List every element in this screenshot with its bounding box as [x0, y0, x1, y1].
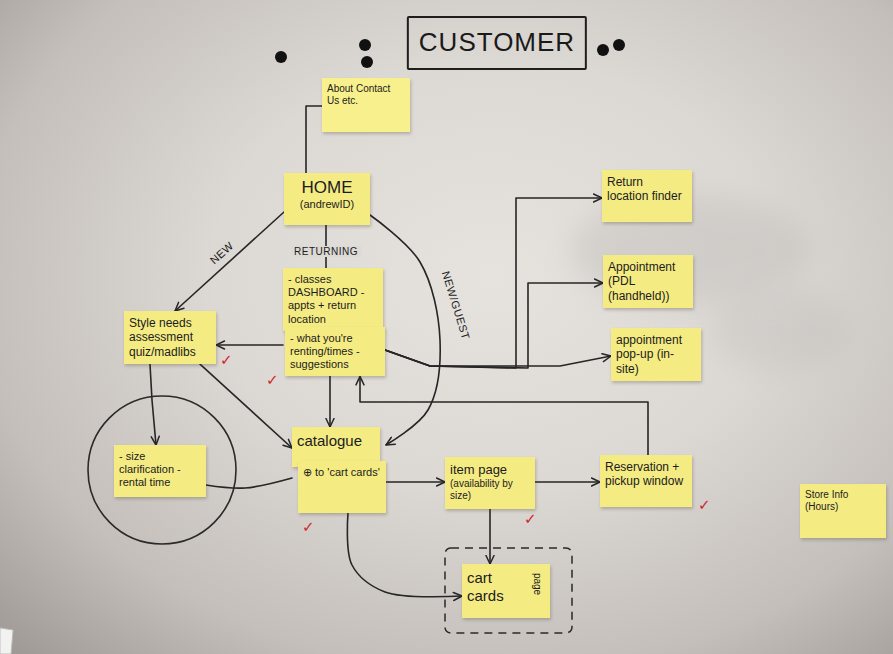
sticky-note: Return location finder [602, 170, 692, 222]
magnet [275, 51, 287, 63]
connector [385, 283, 603, 368]
connector [489, 509, 491, 564]
connector [386, 481, 445, 483]
connector [385, 350, 611, 366]
note-subtext: (availability by size) [450, 478, 530, 502]
note-text: - size clarification - rental time [119, 450, 201, 490]
connector [535, 481, 600, 483]
note-text: About Contact Us etc. [327, 83, 405, 107]
magnet [613, 39, 625, 51]
side-note: page [531, 573, 543, 595]
check-mark: ✓ [302, 519, 315, 536]
note-text: item page [450, 462, 530, 478]
sticky-note: HOME(andrewID) [284, 173, 370, 225]
edge-label: NEW/GUEST [440, 270, 472, 342]
sticky-note: - size clarification - rental time [114, 445, 206, 497]
edge-label: NEW [208, 239, 236, 266]
connector [360, 376, 648, 455]
magnet [361, 56, 373, 68]
connector [216, 344, 283, 346]
sticky-note-text: - what you're renting/times - suggestion… [285, 327, 385, 377]
sticky-note: item page(availability by size) [445, 457, 535, 509]
sticky-note-text: ⊕ to 'cart cards' [298, 461, 386, 513]
title: CUSTOMER [407, 16, 587, 70]
connector [175, 212, 284, 311]
paper-cup [0, 628, 13, 654]
magnet [597, 44, 609, 56]
sticky-note: Store Info (Hours) [800, 484, 886, 538]
note-text: Appointment (PDL (handheld)) [608, 260, 688, 303]
check-mark: ✓ [698, 497, 711, 514]
smudge [710, 290, 850, 370]
connector [150, 364, 156, 445]
note-subtext: (andrewID) [289, 198, 365, 211]
sticky-note: Reservation + pickup window [600, 455, 692, 507]
check-mark: ✓ [266, 372, 279, 389]
connector [385, 198, 602, 368]
sticky-stack: - classes DASHBOARD - appts + return loc… [283, 268, 385, 376]
note-text: Return location finder [607, 175, 687, 204]
edge-label-holder: NEW/GUEST [438, 268, 476, 341]
sticky-note: cart cards page [462, 564, 550, 618]
note-text: HOME [289, 178, 365, 198]
sticky-note: Style needs assessment quiz/madlibs [124, 311, 216, 364]
sticky-note: appointment pop-up (in-site) [611, 328, 701, 381]
sticky-note-text: - classes DASHBOARD - appts + return loc… [283, 268, 383, 331]
group-circle [88, 396, 236, 544]
note-text: Store Info (Hours) [805, 489, 881, 513]
connector [347, 513, 462, 597]
connector [329, 376, 331, 427]
sticky-note: About Contact Us etc. [322, 78, 410, 132]
note-text: appointment pop-up (in-site) [616, 333, 696, 376]
connector [306, 106, 322, 173]
edge-label: RETURNING [291, 246, 361, 257]
magnet [359, 39, 371, 51]
edge-label-holder: RETURNING [291, 241, 361, 259]
check-mark: ✓ [524, 511, 537, 528]
note-text: Style needs assessment quiz/madlibs [129, 316, 211, 359]
connector [206, 478, 292, 488]
dashed-group [445, 548, 572, 633]
edge-label-holder: NEW [205, 236, 237, 268]
check-mark: ✓ [220, 352, 233, 369]
connector [200, 364, 292, 448]
sticky-stack: catalogue⊕ to 'cart cards' [292, 427, 386, 513]
sticky-note: Appointment (PDL (handheld)) [603, 255, 693, 308]
note-text: Reservation + pickup window [605, 460, 687, 489]
note-text: cart cards [467, 569, 526, 605]
